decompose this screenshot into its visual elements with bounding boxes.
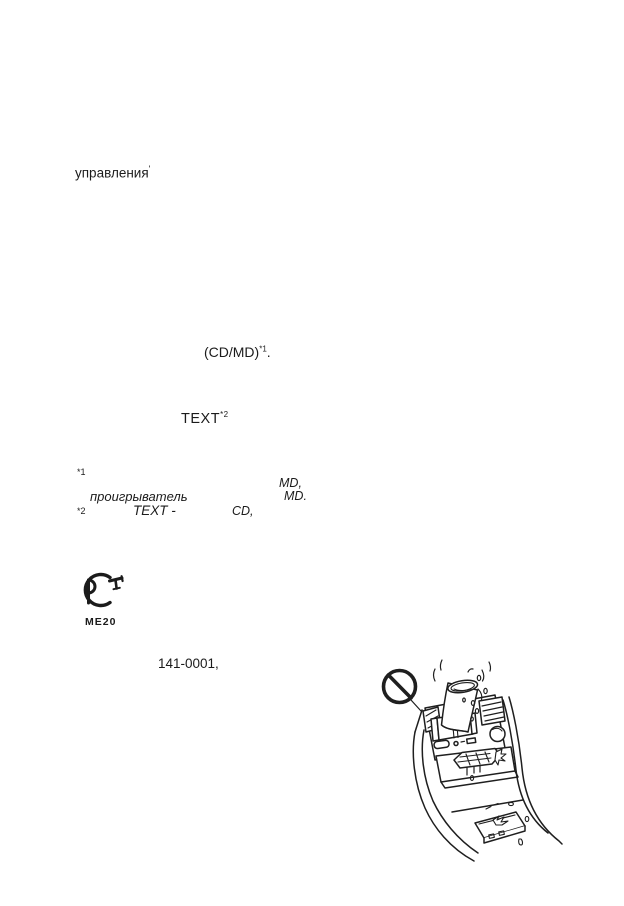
part-number: 141-0001, [158, 656, 219, 671]
body-text-fragment: TEXT*2 [181, 410, 229, 427]
text-footnote-ref: *2 [220, 410, 229, 420]
footnote2-text: TEXT - [133, 503, 176, 518]
car-center-console-icon [412, 696, 563, 862]
footnote2-marker: *2 [77, 506, 86, 516]
footnote1-word: проигрыватель [90, 489, 188, 504]
lower-console-device-icon [451, 799, 530, 846]
cdmd-footnote-ref: *1 [259, 344, 267, 354]
text-label: TEXT [181, 411, 221, 427]
body-word-upravleniya-text: управления [75, 165, 149, 181]
certification-code: МЕ20 [85, 616, 117, 628]
liquid-drops-icon [432, 659, 492, 722]
prohibition-icon [381, 668, 422, 712]
spilling-cup-icon [430, 679, 483, 742]
footnote2-cd: CD, [232, 504, 254, 518]
footnote1-md-word2: MD. [284, 489, 307, 503]
body-word-upravleniya: управления' [75, 165, 150, 180]
cdmd-text: (CD/MD) [204, 344, 260, 360]
cdmd-period: . [266, 344, 271, 360]
body-cdmd-fragment: (CD/MD)*1. [204, 345, 271, 359]
body-word-upravleniya-mark: ' [148, 164, 151, 174]
footnote1-md-word1: MD, [279, 476, 302, 490]
gost-r-pct-mark-icon [76, 568, 124, 614]
liquid-spill-warning-illustration [378, 648, 564, 863]
footnote1-marker: *1 [77, 467, 86, 477]
middle-panel-icon [435, 746, 519, 789]
